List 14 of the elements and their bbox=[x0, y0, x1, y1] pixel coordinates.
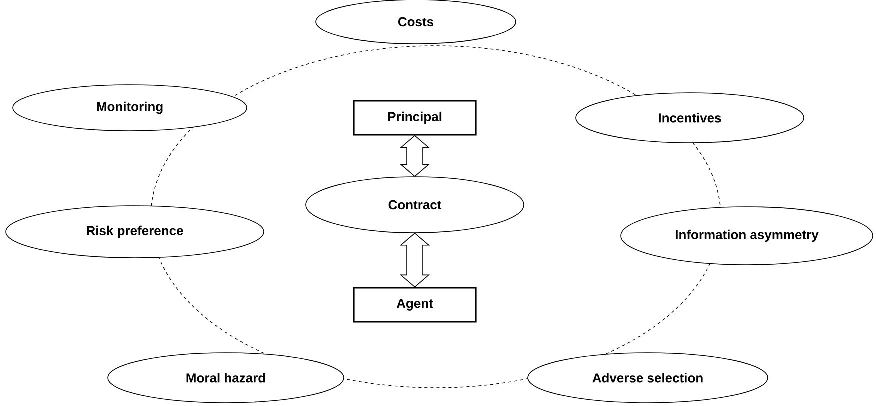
double-arrow bbox=[400, 232, 430, 288]
ellipse-node: Information asymmetry bbox=[620, 206, 874, 266]
process-box: Principal bbox=[353, 100, 477, 136]
ellipse-node: Contract bbox=[306, 176, 524, 234]
node-label: Moral hazard bbox=[186, 373, 266, 383]
process-box: Agent bbox=[353, 287, 477, 323]
ellipse-node: Moral hazard bbox=[108, 352, 344, 404]
ellipse-node: Risk preference bbox=[6, 206, 264, 258]
ellipse-node: Incentives bbox=[576, 92, 804, 144]
ellipse-node: Adverse selection bbox=[528, 352, 768, 404]
node-label: Adverse selection bbox=[592, 373, 703, 383]
ellipse-node: Monitoring bbox=[12, 84, 248, 132]
double-arrow bbox=[400, 135, 430, 178]
node-label: Information asymmetry bbox=[676, 230, 819, 242]
